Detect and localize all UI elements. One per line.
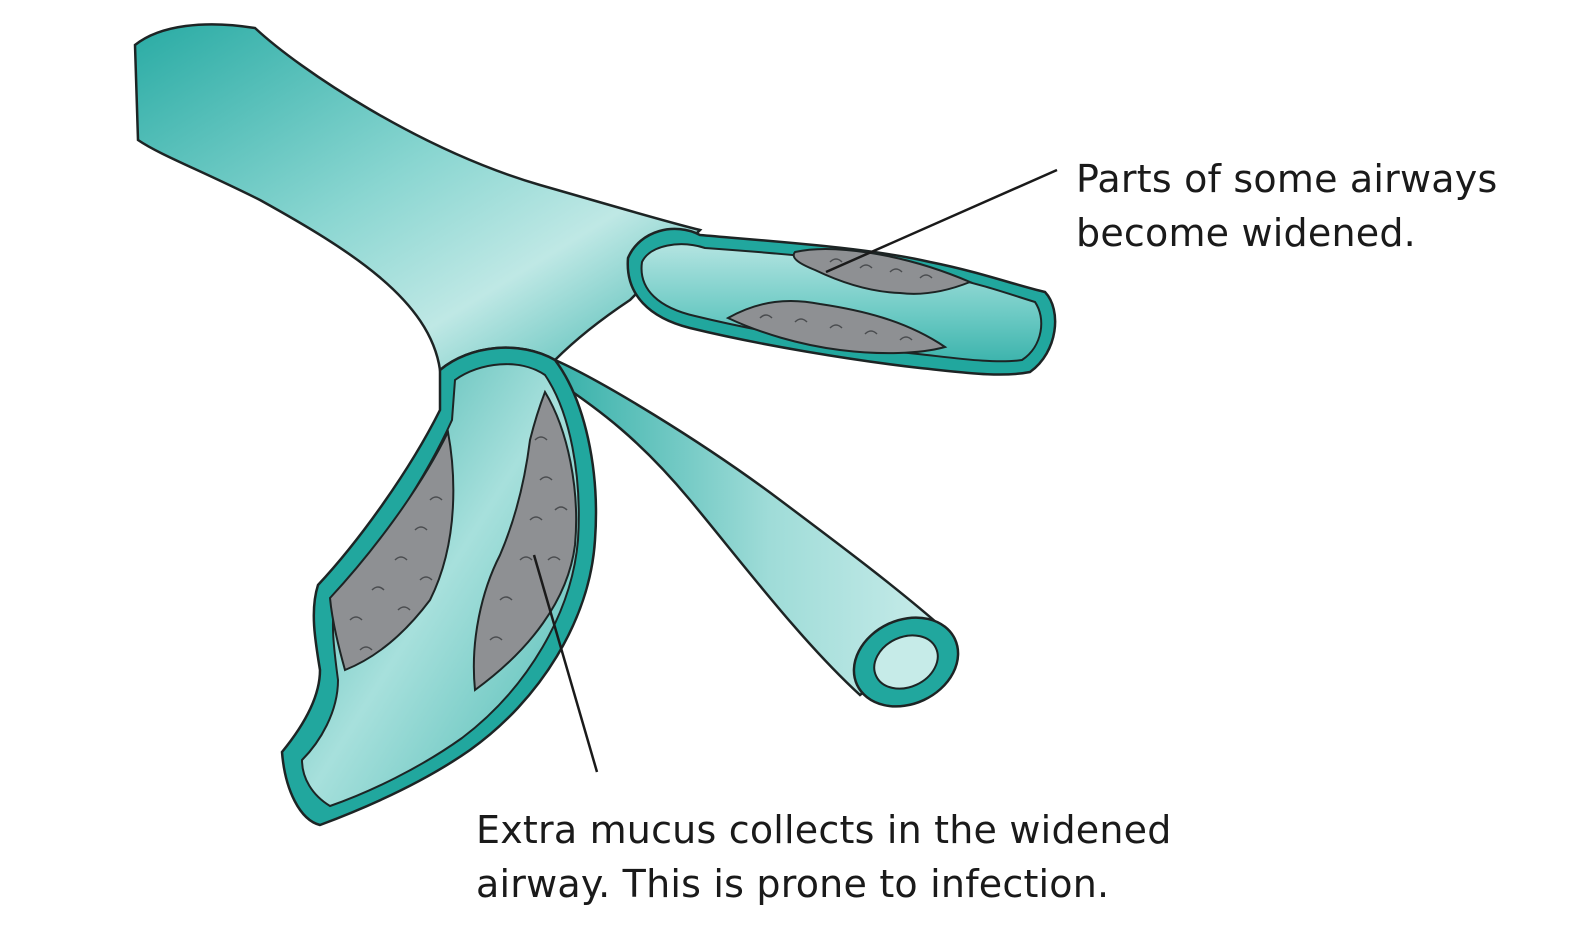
- upper-widened-airway-lumen: [640, 243, 1043, 363]
- extra-mucus-label: Extra mucus collects in the widened airw…: [476, 803, 1172, 911]
- leader-line-upper: [825, 168, 1058, 274]
- mucus-deposit-lower-right: [472, 389, 578, 692]
- leader-line-lower: [532, 554, 599, 773]
- mucus-deposit-lower-left: [328, 428, 455, 672]
- mucus-texture-upper: [759, 258, 933, 341]
- main-bronchus: [133, 23, 703, 373]
- tube-opening-lumen: [873, 634, 939, 690]
- widened-airways-label-line1: Parts of some airways: [1076, 157, 1498, 201]
- mucus-deposit-upper-bottom: [725, 299, 948, 355]
- extra-mucus-label-line2: airway. This is prone to infection.: [476, 862, 1110, 906]
- mucus-texture-lower: [349, 436, 568, 651]
- extra-mucus-label-line1: Extra mucus collects in the widened: [476, 808, 1172, 852]
- widened-airways-label: Parts of some airways become widened.: [1076, 152, 1497, 260]
- widened-airways-label-line2: become widened.: [1076, 211, 1416, 255]
